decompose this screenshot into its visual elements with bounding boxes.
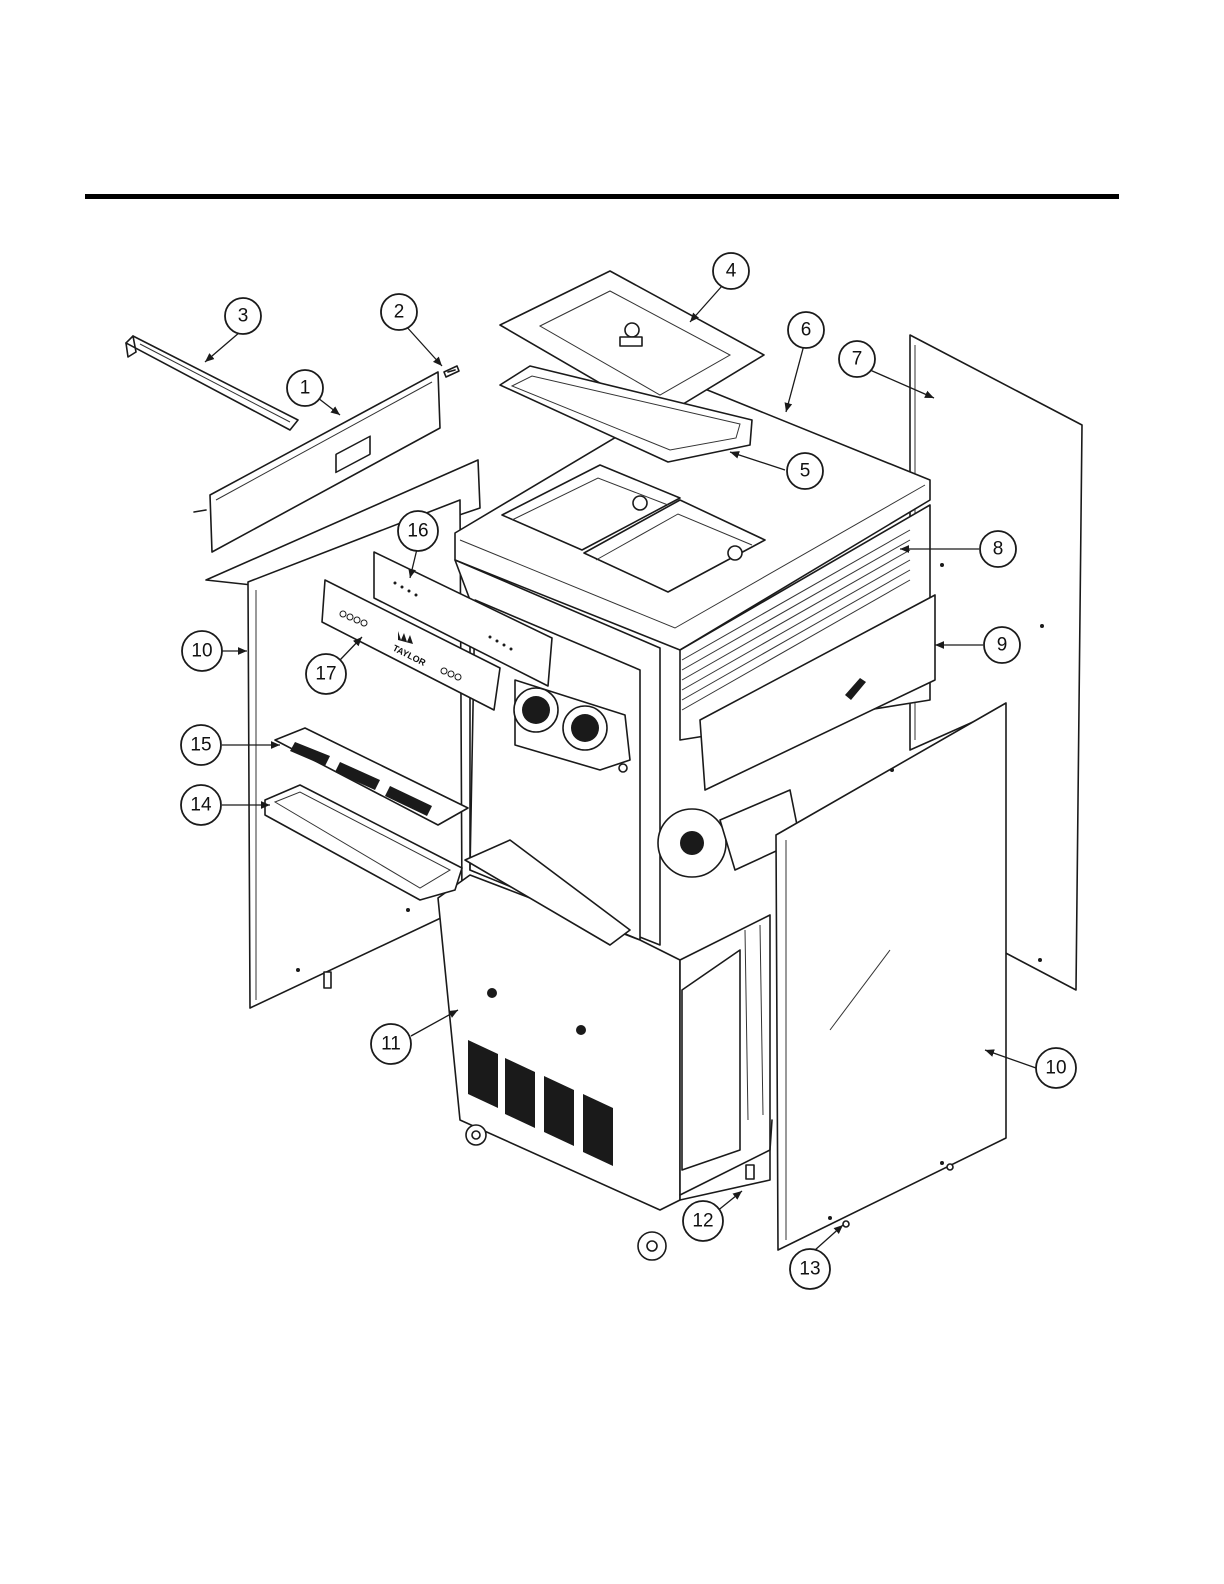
callout-8-label: 8	[993, 539, 1004, 560]
callout-9-label: 9	[997, 635, 1008, 656]
callout-10-right: 10	[1036, 1048, 1076, 1088]
callout-8: 8	[980, 531, 1016, 567]
callout-5: 5	[787, 453, 823, 489]
callout-12-label: 12	[692, 1211, 713, 1232]
callout-16: 16	[398, 511, 438, 551]
callout-5-label: 5	[800, 461, 811, 482]
callout-1-label: 1	[300, 378, 311, 399]
callout-1: 1	[287, 370, 323, 406]
callout-17-label: 17	[315, 664, 336, 685]
callout-10-right-label: 10	[1045, 1058, 1066, 1079]
callout-7: 7	[839, 341, 875, 377]
callout-12: 12	[683, 1201, 723, 1241]
callout-6: 6	[788, 312, 824, 348]
callout-4: 4	[713, 253, 749, 289]
top-rail-part	[126, 336, 298, 430]
callout-11-label: 11	[381, 1034, 401, 1055]
callout-14: 14	[181, 785, 221, 825]
left-side-panel-part	[206, 460, 480, 1008]
callout-13: 13	[790, 1249, 830, 1289]
callout-10-left-label: 10	[191, 641, 212, 662]
callout-17: 17	[306, 654, 346, 694]
callout-15: 15	[181, 725, 221, 765]
callout-13-label: 13	[799, 1259, 820, 1280]
callout-6-label: 6	[801, 320, 812, 341]
callout-9: 9	[984, 627, 1020, 663]
callout-14-label: 14	[190, 795, 212, 816]
callout-3-label: 3	[238, 306, 249, 327]
callout-15-label: 15	[190, 735, 211, 756]
callout-2: 2	[381, 294, 417, 330]
callout-2-label: 2	[394, 302, 405, 323]
callout-10-left: 10	[182, 631, 222, 671]
callout-3: 3	[225, 298, 261, 334]
callout-4-label: 4	[726, 261, 737, 282]
right-front-panel-part	[776, 703, 1006, 1250]
callout-16-label: 16	[407, 521, 428, 542]
callout-7-label: 7	[852, 349, 863, 370]
callout-11: 11	[371, 1024, 411, 1064]
